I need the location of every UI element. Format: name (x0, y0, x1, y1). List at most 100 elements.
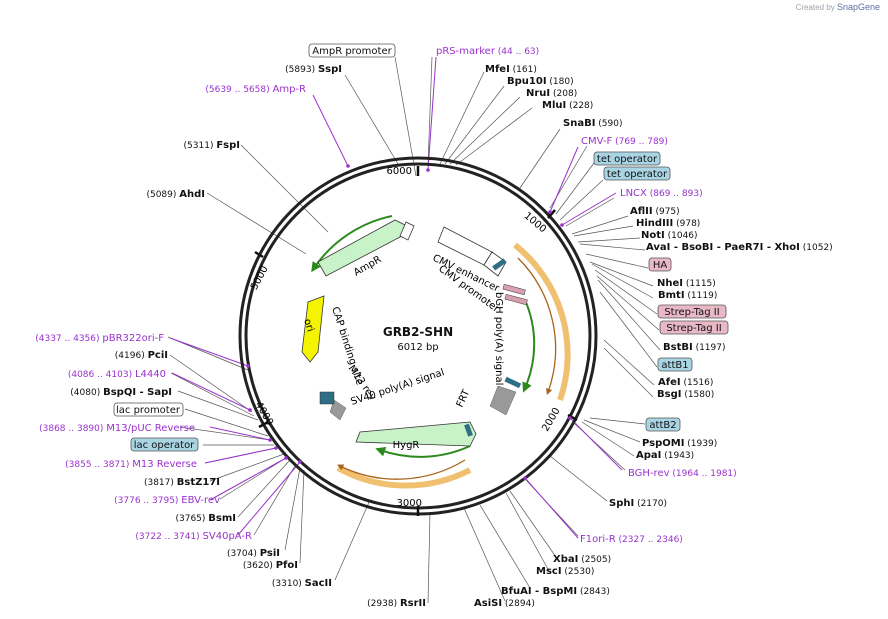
primer-mark-5 (298, 460, 302, 464)
enzyme-label-sspi: (5893) SspI (285, 64, 342, 75)
enzyme-label-psii: (3704) PsiI (227, 548, 280, 559)
enzyme-label-msci: MscI (2530) (536, 566, 594, 577)
enzyme-label-sphi: SphI (2170) (609, 498, 667, 509)
tick-2000 (567, 413, 578, 422)
primer-label-cmv-f: CMV-F (769 .. 789) (581, 136, 668, 147)
enzyme-label-bfuai-bspmi: BfuAI - BspMI (2843) (501, 586, 610, 597)
enzyme-labels: MfeI (161)Bpu10I (180)NruI (208)MluI (22… (70, 64, 832, 609)
green-arrow-right (522, 299, 536, 393)
primer-mark-4 (523, 476, 527, 480)
enzyme-label-hindiii: HindIII (978) (636, 218, 700, 229)
primer-mark-2 (560, 223, 564, 227)
primer-label-l4440: (4086 .. 4103) L4440 (68, 369, 166, 380)
tet-operator-marker (492, 258, 507, 271)
cap-label: CAP binding site (329, 306, 365, 387)
primer-label-m13-reverse: (3855 .. 3871) M13 Reverse (65, 459, 197, 470)
plasmid-name: GRB2-SHN (383, 325, 453, 339)
enzyme-label-afei: AfeI (1516) (658, 377, 713, 388)
enzyme-label-xbai: XbaI (2505) (553, 554, 611, 565)
green-arrow-left (311, 215, 393, 273)
credit-prefix: Created by (795, 3, 835, 12)
lac-operator-box: lac operator (134, 440, 195, 451)
enzyme-label-bstz17i: (3817) BstZ17I (144, 477, 220, 488)
strep-tag-marker-1 (502, 283, 526, 296)
primer-label-f1ori-r: F1ori-R (2327 .. 2346) (580, 534, 683, 545)
primer-label-prs-marker: pRS-marker (44 .. 63) (436, 46, 539, 57)
attb-marker (504, 376, 522, 389)
enzyme-label-bstbi: BstBI (1197) (663, 342, 726, 353)
primer-mark-8 (268, 438, 272, 442)
cmv-promoter-feature (483, 251, 507, 277)
attb1-box: attB1 (661, 360, 688, 371)
primer-lines (169, 56, 623, 539)
hygr-label: HygR (393, 440, 420, 451)
ori-label: ori (301, 318, 315, 334)
enzyme-label-fspi: (5311) FspI (184, 140, 240, 151)
primer-labels: pRS-marker (44 .. 63) CMV-F (769 .. 789) L… (35, 46, 736, 545)
plasmid-size: 6012 bp (397, 342, 438, 353)
primer-label-bgh-rev: BGH-rev (1964 .. 1981) (628, 468, 737, 479)
ampr-promoter-feature (399, 221, 415, 241)
enzyme-label-bspqi-sapi: (4080) BspQI - SapI (70, 387, 172, 398)
enzyme-label-nrui: NruI (208) (526, 88, 577, 99)
tick-label-3000: 3000 (397, 498, 422, 509)
ha-box: HA (653, 260, 668, 271)
enzyme-label-pcii: (4196) PciI (115, 350, 168, 361)
enzyme-label-pspomi: PspOMI (1939) (642, 438, 717, 449)
primer-mark-0 (426, 168, 430, 172)
primer-mark-9 (248, 408, 252, 412)
primer-label-sv40pa-r: (3722 .. 3741) SV40pA-R (135, 531, 252, 542)
enzyme-label-apai: ApaI (1943) (636, 450, 694, 461)
ori-feature (301, 295, 325, 363)
enzyme-label-ahdi: (5089) AhdI (146, 189, 205, 200)
tet-operator-box-1: tet operator (597, 154, 658, 165)
enzyme-label-bmti: BmtI (1119) (658, 290, 717, 301)
primer-label-lncx: LNCX (869 .. 893) (620, 188, 703, 199)
ampr-promoter-box: AmpR promoter (312, 46, 392, 57)
tick-label-6000: 6000 (387, 166, 412, 177)
primer-label-pbr322ori-f: (4337 .. 4356) pBR322ori-F (35, 333, 164, 344)
enzyme-label-bsgi: BsgI (1580) (657, 389, 714, 400)
enzyme-label-mlui: MluI (228) (542, 100, 593, 111)
strep-tag-marker-2 (504, 293, 528, 306)
primer-label-amp-r: (5639 .. 5658) Amp-R (205, 84, 306, 95)
enzyme-label-avai-bsobi-paer7i-xhoi: AvaI - BsoBI - PaeR7I - XhoI (1052) (646, 242, 833, 253)
sv40-feature (329, 399, 347, 421)
hygr-feature (355, 421, 477, 447)
strep-tag-box-2: Strep-Tag II (666, 323, 721, 334)
enzyme-label-snabi: SnaBI (590) (563, 118, 622, 129)
bgh-polya-feature (489, 385, 517, 416)
primer-mark-7 (274, 446, 278, 450)
primer-mark-3 (568, 416, 572, 420)
tick-4000 (258, 420, 269, 429)
tick-label-1000: 1000 (522, 211, 549, 236)
frt-label: FRT (455, 387, 473, 409)
orf-arrow-1 (517, 257, 557, 396)
enzyme-label-nhei: NheI (1115) (657, 278, 716, 289)
strep-tag-box-1: Strep-Tag II (664, 307, 719, 318)
green-arrow-bottom (375, 445, 471, 458)
primer-label-m13-puc-reverse: (3868 .. 3890) M13/pUC Reverse (39, 423, 195, 434)
label-boxes: AmpR promoter tet operator tet operator … (113, 43, 729, 452)
enzyme-label-mfei: MfeI (161) (485, 64, 537, 75)
lac-promoter-box: lac promoter (116, 405, 181, 416)
orf-arrow-2 (337, 459, 466, 480)
enzyme-label-bsmi: (3765) BsmI (175, 513, 236, 524)
enzyme-label-asisi: AsiSI (2894) (474, 598, 535, 609)
snapgene-logo: SnapGene (836, 2, 880, 12)
tick-label-4000: 4000 (253, 400, 275, 428)
enzyme-label-noti: NotI (1046) (641, 230, 698, 241)
primer-label-ebv-rev: (3776 .. 3795) EBV-rev (114, 495, 220, 506)
attb2-box: attB2 (649, 420, 676, 431)
leader-lines (167, 56, 661, 604)
enzyme-label-rsrii: (2938) RsrII (367, 598, 426, 609)
tet-operator-box-2: tet operator (607, 169, 668, 180)
tick-5000 (254, 250, 264, 259)
tick-label-2000: 2000 (540, 406, 562, 434)
frt-marker (464, 423, 473, 437)
primer-mark-10 (246, 364, 250, 368)
enzyme-label-aflii: AflII (975) (630, 206, 680, 217)
primer-mark-1 (548, 210, 552, 214)
enzyme-label-bpu10i: Bpu10I (180) (507, 76, 574, 87)
